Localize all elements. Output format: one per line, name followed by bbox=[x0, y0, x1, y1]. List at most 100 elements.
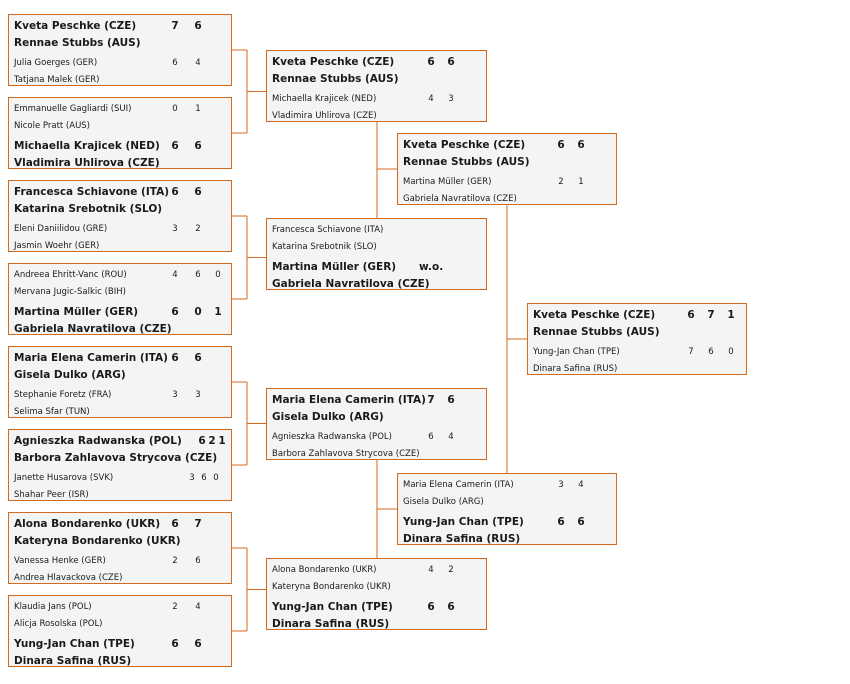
player-name: Nicole Pratt (AUS) bbox=[14, 121, 90, 131]
winning-player-row: Rennae Stubbs (AUS) bbox=[533, 324, 742, 340]
set-score: 6 bbox=[687, 309, 695, 321]
player-name: Stephanie Foretz (FRA) bbox=[14, 390, 112, 400]
set-score: 3 bbox=[195, 390, 201, 400]
set-score: 6 bbox=[447, 394, 455, 406]
winning-player-row: Rennae Stubbs (AUS) bbox=[403, 154, 612, 170]
player-name: Kveta Peschke (CZE) bbox=[272, 56, 395, 68]
losing-player-row: Kateryna Bondarenko (UKR) bbox=[272, 579, 482, 595]
set-score: 1 bbox=[578, 177, 584, 187]
losing-player-row: Tatjana Malek (GER) bbox=[14, 72, 227, 88]
set-score: 7 bbox=[707, 309, 715, 321]
player-name: Agnieszka Radwanska (POL) bbox=[272, 432, 392, 442]
player-name: Yung-Jan Chan (TPE) bbox=[14, 638, 135, 650]
player-name: Julia Goerges (GER) bbox=[14, 58, 98, 68]
set-score: 2 bbox=[208, 435, 216, 447]
losing-player-row: Gabriela Navratilova (CZE) bbox=[403, 191, 612, 207]
losing-player-row: Gisela Dulko (ARG) bbox=[403, 494, 612, 510]
set-score: 6 bbox=[171, 638, 179, 650]
player-name: Martina Müller (GER) bbox=[272, 261, 397, 273]
player-name: Tatjana Malek (GER) bbox=[14, 75, 100, 85]
player-name: Alona Bondarenko (UKR) bbox=[272, 565, 377, 575]
set-score: 7 bbox=[171, 20, 179, 32]
losing-player-row: Francesca Schiavone (ITA) bbox=[272, 222, 482, 238]
set-score: 6 bbox=[557, 139, 565, 151]
player-name: Alona Bondarenko (UKR) bbox=[14, 518, 161, 530]
player-name: Andrea Hlavackova (CZE) bbox=[14, 573, 123, 583]
winning-player-row: Barbora Zahlavova Strycova (CZE) bbox=[14, 450, 227, 466]
player-name: Gisela Dulko (ARG) bbox=[272, 411, 384, 423]
set-score: 6 bbox=[172, 58, 178, 68]
player-name: Eleni Daniilidou (GRE) bbox=[14, 224, 108, 234]
winning-player-row: Kateryna Bondarenko (UKR) bbox=[14, 533, 227, 549]
set-score: 6 bbox=[427, 56, 435, 68]
winning-player-row: Rennae Stubbs (AUS) bbox=[272, 71, 482, 87]
set-score: 1 bbox=[727, 309, 735, 321]
losing-player-row: Selima Sfar (TUN) bbox=[14, 404, 227, 420]
set-score: 6 bbox=[557, 516, 565, 528]
set-score: 4 bbox=[172, 270, 178, 280]
player-name: Maria Elena Camerin (ITA) bbox=[403, 480, 514, 490]
set-score: 0 bbox=[172, 104, 178, 114]
losing-player-row: Katarina Srebotnik (SLO) bbox=[272, 239, 482, 255]
player-name: Barbora Zahlavova Strycova (CZE) bbox=[272, 449, 420, 459]
player-name: Emmanuelle Gagliardi (SUI) bbox=[14, 104, 132, 114]
player-name: Francesca Schiavone (ITA) bbox=[272, 225, 384, 235]
set-score: 2 bbox=[172, 556, 178, 566]
player-name: Agnieszka Radwanska (POL) bbox=[14, 435, 182, 447]
player-name: Barbora Zahlavova Strycova (CZE) bbox=[14, 452, 218, 464]
set-score: 2 bbox=[558, 177, 564, 187]
set-score: 6 bbox=[447, 56, 455, 68]
player-name: Dinara Safina (RUS) bbox=[533, 364, 618, 374]
set-score: 6 bbox=[427, 601, 435, 613]
set-score: 3 bbox=[448, 94, 454, 104]
set-score: 1 bbox=[195, 104, 201, 114]
player-name: Dinara Safina (RUS) bbox=[14, 655, 132, 667]
winning-player-row: Dinara Safina (RUS) bbox=[403, 531, 612, 547]
set-score: 1 bbox=[218, 435, 226, 447]
winning-player-row: Gabriela Navratilova (CZE) bbox=[14, 321, 227, 337]
player-name: Kateryna Bondarenko (UKR) bbox=[272, 582, 391, 592]
player-name: Selima Sfar (TUN) bbox=[14, 407, 90, 417]
winning-player-row: Vladimira Uhlirova (CZE) bbox=[14, 155, 227, 171]
set-score: 6 bbox=[708, 347, 714, 357]
player-name: Maria Elena Camerin (ITA) bbox=[272, 394, 426, 406]
player-name: Kveta Peschke (CZE) bbox=[14, 20, 137, 32]
winning-player-row: Martina Müller (GER)w.o. bbox=[272, 259, 482, 275]
losing-player-row: Jasmin Woehr (GER) bbox=[14, 238, 227, 254]
match-box: Francesca Schiavone (ITA) Katarina Srebot… bbox=[266, 218, 487, 290]
player-name: Yung-Jan Chan (TPE) bbox=[403, 516, 524, 528]
player-name: Michaella Krajicek (NED) bbox=[272, 94, 377, 104]
set-score: 6 bbox=[171, 140, 179, 152]
player-name: Dinara Safina (RUS) bbox=[272, 618, 390, 630]
player-name: Dinara Safina (RUS) bbox=[403, 533, 521, 545]
winning-player-row: Dinara Safina (RUS) bbox=[272, 616, 482, 632]
winning-player-row: Gisela Dulko (ARG) bbox=[272, 409, 482, 425]
player-name: Gabriela Navratilova (CZE) bbox=[272, 278, 430, 290]
set-score: 6 bbox=[195, 556, 201, 566]
set-score: 2 bbox=[172, 602, 178, 612]
player-name: Yung-Jan Chan (TPE) bbox=[272, 601, 393, 613]
